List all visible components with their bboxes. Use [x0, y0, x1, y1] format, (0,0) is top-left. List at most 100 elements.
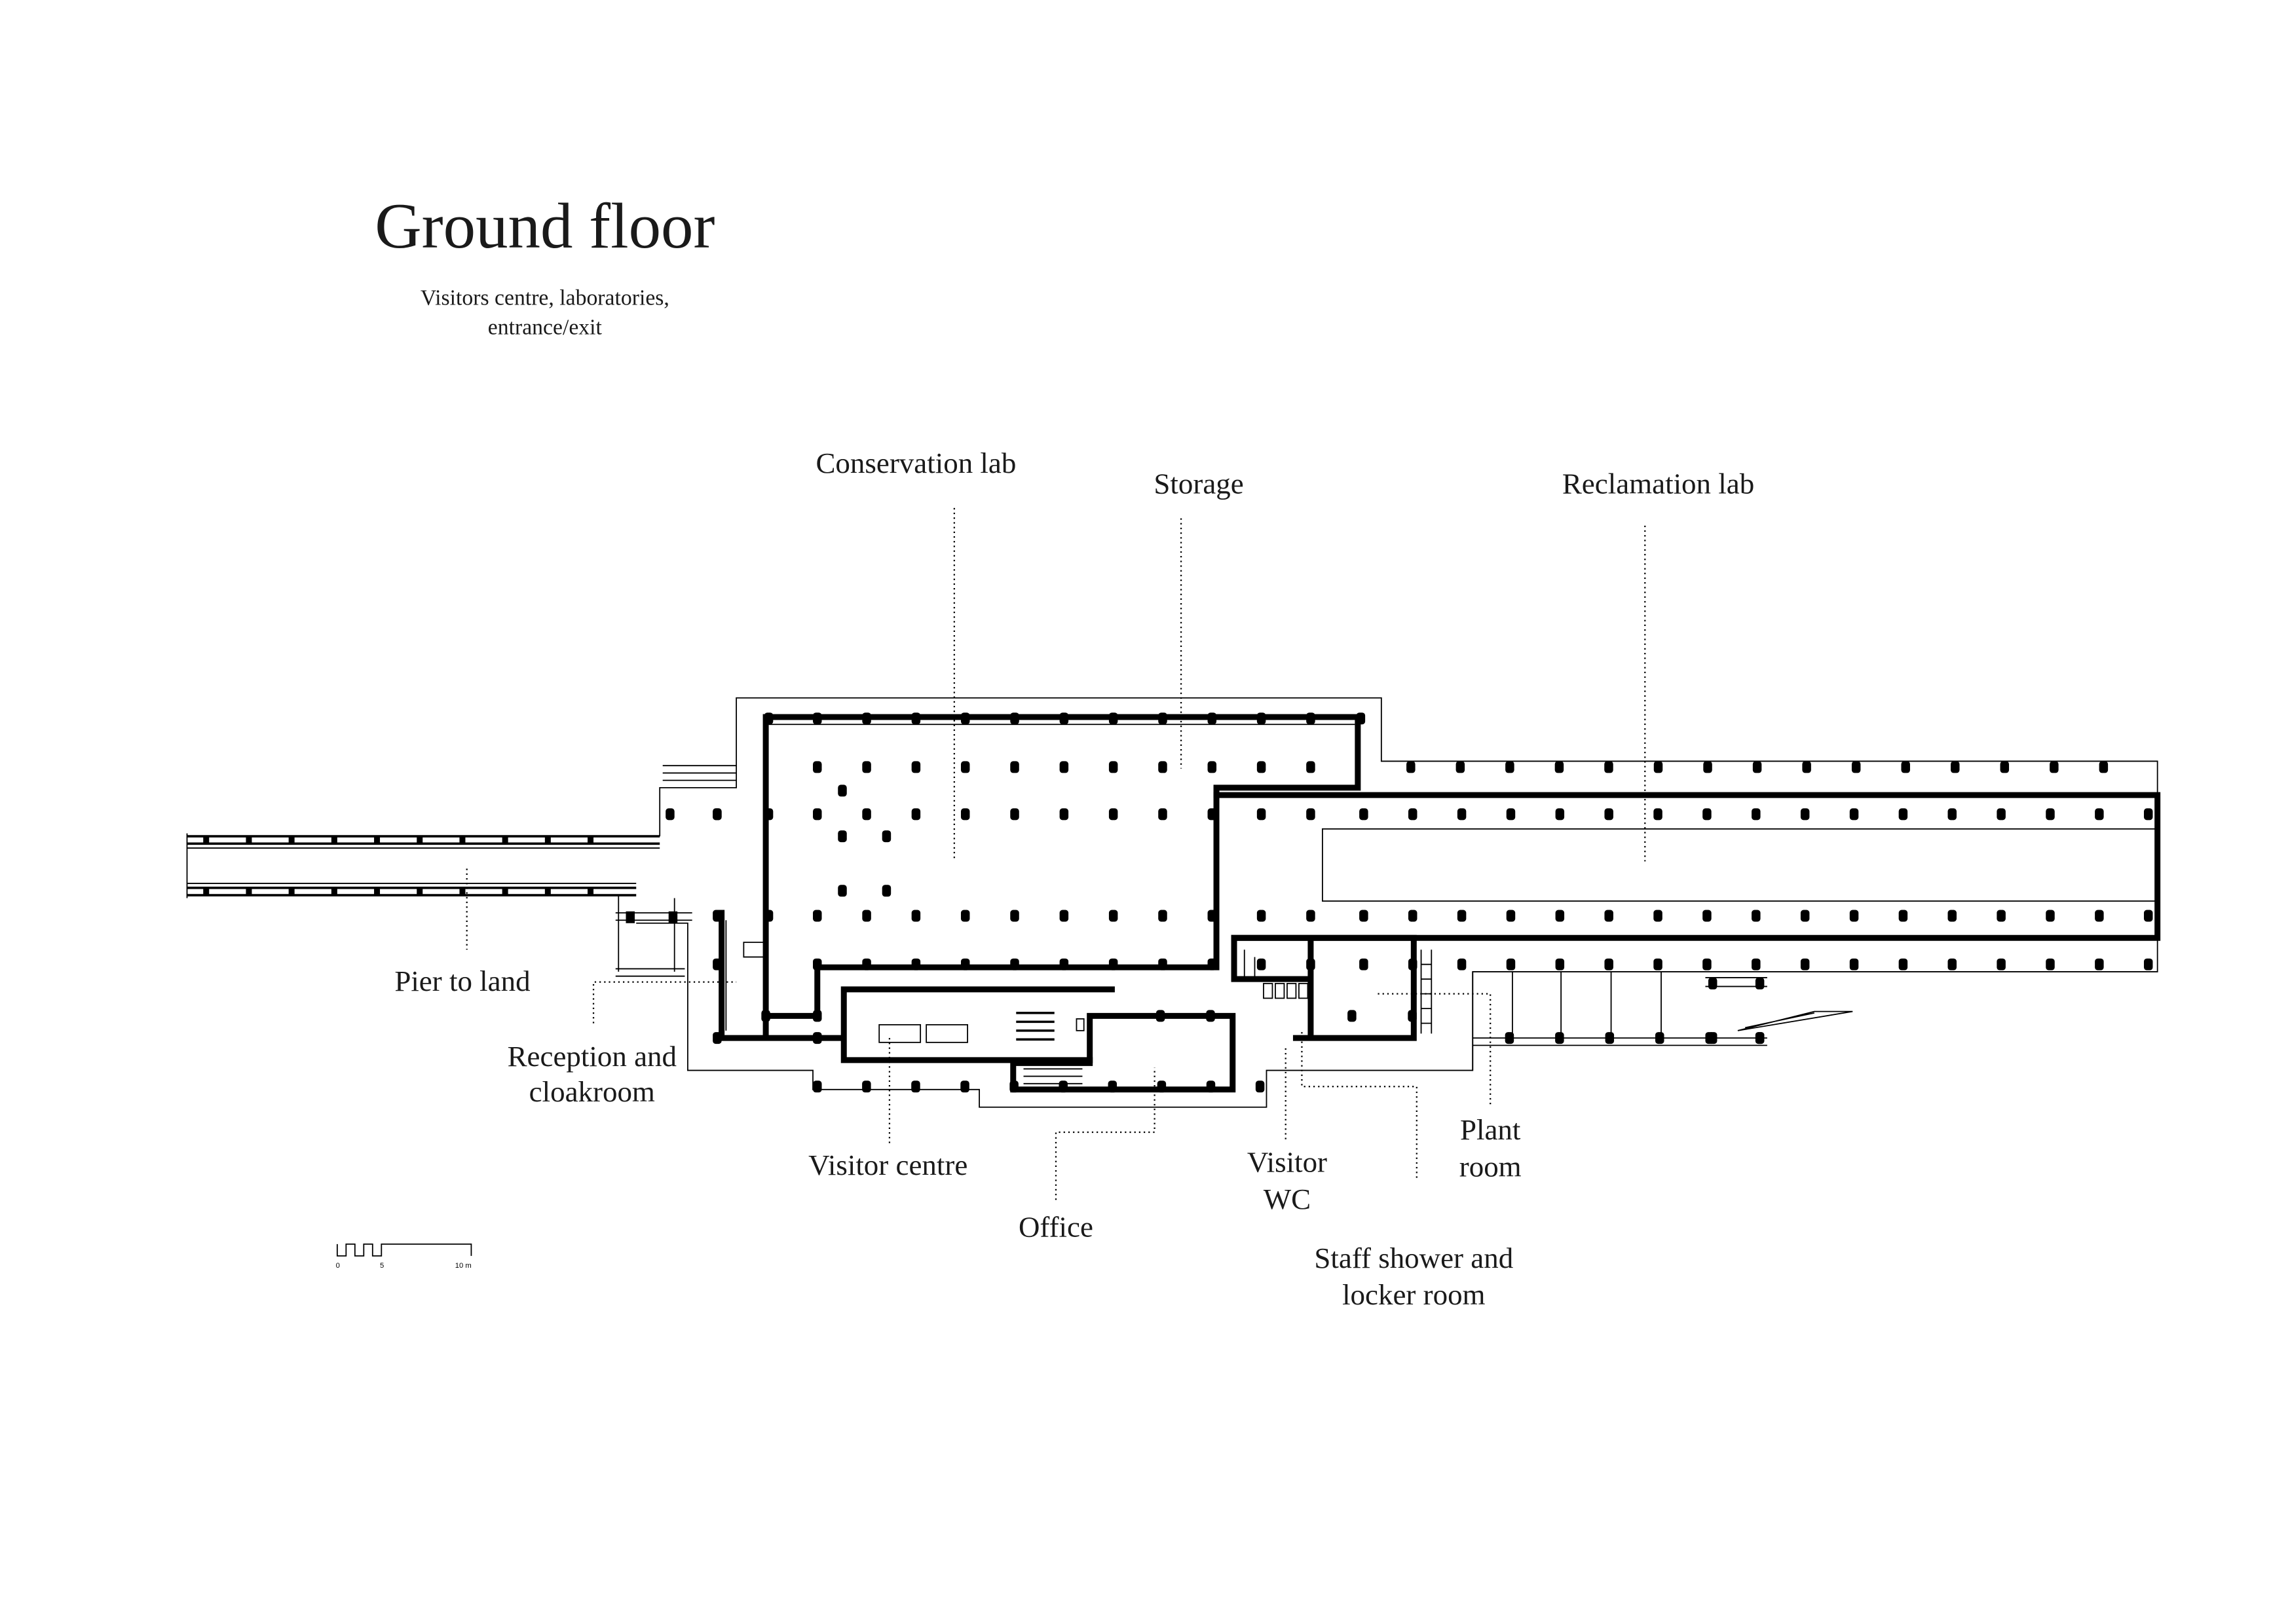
- column: [1506, 958, 1516, 970]
- column: [1255, 1080, 1265, 1093]
- column: [813, 808, 822, 821]
- label-staff-shower-2: locker room: [1342, 1278, 1485, 1311]
- column: [1947, 910, 1957, 922]
- column: [1155, 1010, 1165, 1022]
- pier-post: [417, 887, 423, 896]
- column: [911, 1080, 920, 1093]
- column: [1455, 761, 1465, 773]
- label-office: Office: [1019, 1211, 1093, 1244]
- column: [1359, 910, 1368, 922]
- column: [960, 712, 970, 725]
- column: [1059, 1080, 1068, 1093]
- scale-tick-0: 0: [336, 1262, 340, 1270]
- label-reclamation-lab: Reclamation lab: [1562, 467, 1754, 500]
- pier-post: [588, 835, 594, 845]
- column: [1157, 1080, 1167, 1093]
- column: [2000, 761, 2010, 773]
- column: [1752, 761, 1762, 773]
- column: [1653, 910, 1662, 922]
- column: [1457, 958, 1467, 970]
- column: [1059, 910, 1069, 922]
- wc-block-walls: [1231, 934, 1417, 1041]
- column: [1108, 761, 1118, 773]
- column: [1356, 712, 1366, 725]
- column: [911, 958, 921, 970]
- pier: [186, 765, 737, 977]
- column: [1306, 958, 1315, 970]
- column: [1898, 958, 1908, 970]
- column: [764, 712, 774, 725]
- pier-post: [502, 887, 508, 896]
- column: [1256, 910, 1266, 922]
- column: [1206, 1080, 1216, 1093]
- column: [713, 910, 722, 922]
- column: [1158, 958, 1167, 970]
- column: [1108, 808, 1118, 821]
- column: [1752, 808, 1761, 821]
- column: [2095, 910, 2104, 922]
- column: [1207, 712, 1217, 725]
- reception-walls: [719, 910, 842, 1041]
- pier-post: [288, 835, 295, 845]
- pier-post: [246, 835, 252, 845]
- column: [1702, 910, 1712, 922]
- office-walls: [1010, 1012, 1236, 1093]
- column: [1408, 958, 1417, 970]
- pier-post: [331, 835, 337, 845]
- column: [862, 761, 871, 773]
- column: [1207, 958, 1217, 970]
- column: [1708, 977, 1718, 989]
- column: [1997, 910, 2006, 922]
- north-arrow: [1737, 1010, 1853, 1031]
- jetty: [1473, 971, 1767, 1046]
- column: [1158, 712, 1167, 725]
- column: [1849, 958, 1859, 970]
- column: [813, 1080, 822, 1093]
- column: [1800, 910, 1810, 922]
- column: [813, 712, 822, 725]
- column: [1800, 958, 1810, 970]
- column: [1206, 1010, 1215, 1022]
- column: [1256, 958, 1266, 970]
- column: [2050, 761, 2059, 773]
- building-outline: [636, 697, 2158, 1108]
- column: [2095, 808, 2104, 821]
- label-conservation-lab: Conservation lab: [816, 447, 1016, 479]
- column: [1010, 958, 1019, 970]
- column: [666, 808, 675, 821]
- column: [882, 885, 892, 897]
- columns: [666, 712, 2153, 1093]
- pier-post: [502, 835, 508, 845]
- visitor-centre-furniture: [878, 1012, 1085, 1043]
- pier-post: [417, 835, 423, 845]
- column: [1408, 1010, 1417, 1022]
- column: [1347, 1010, 1357, 1022]
- column: [1802, 761, 1811, 773]
- column: [1752, 958, 1761, 970]
- column: [1505, 1032, 1514, 1044]
- visitor-centre-walls: [840, 986, 1115, 1063]
- column: [1653, 761, 1663, 773]
- column: [1604, 910, 1613, 922]
- column: [960, 910, 970, 922]
- label-storage: Storage: [1154, 467, 1243, 500]
- column: [1653, 808, 1662, 821]
- pier-post: [374, 887, 381, 896]
- column: [1059, 761, 1069, 773]
- column: [1010, 712, 1019, 725]
- label-plant-room-1: Plant: [1460, 1113, 1521, 1146]
- column: [1901, 761, 1910, 773]
- scale-tick-5: 5: [380, 1262, 384, 1270]
- column: [1010, 808, 1019, 821]
- wc-fixtures: [1243, 950, 1309, 999]
- column: [1898, 808, 1908, 821]
- column: [911, 761, 921, 773]
- pier-post: [668, 911, 678, 923]
- pier-post: [459, 887, 466, 896]
- column: [764, 910, 774, 922]
- reclamation-bay: [1322, 828, 2158, 902]
- column: [2046, 910, 2055, 922]
- column: [1898, 910, 1908, 922]
- column: [862, 808, 871, 821]
- column: [813, 1010, 822, 1022]
